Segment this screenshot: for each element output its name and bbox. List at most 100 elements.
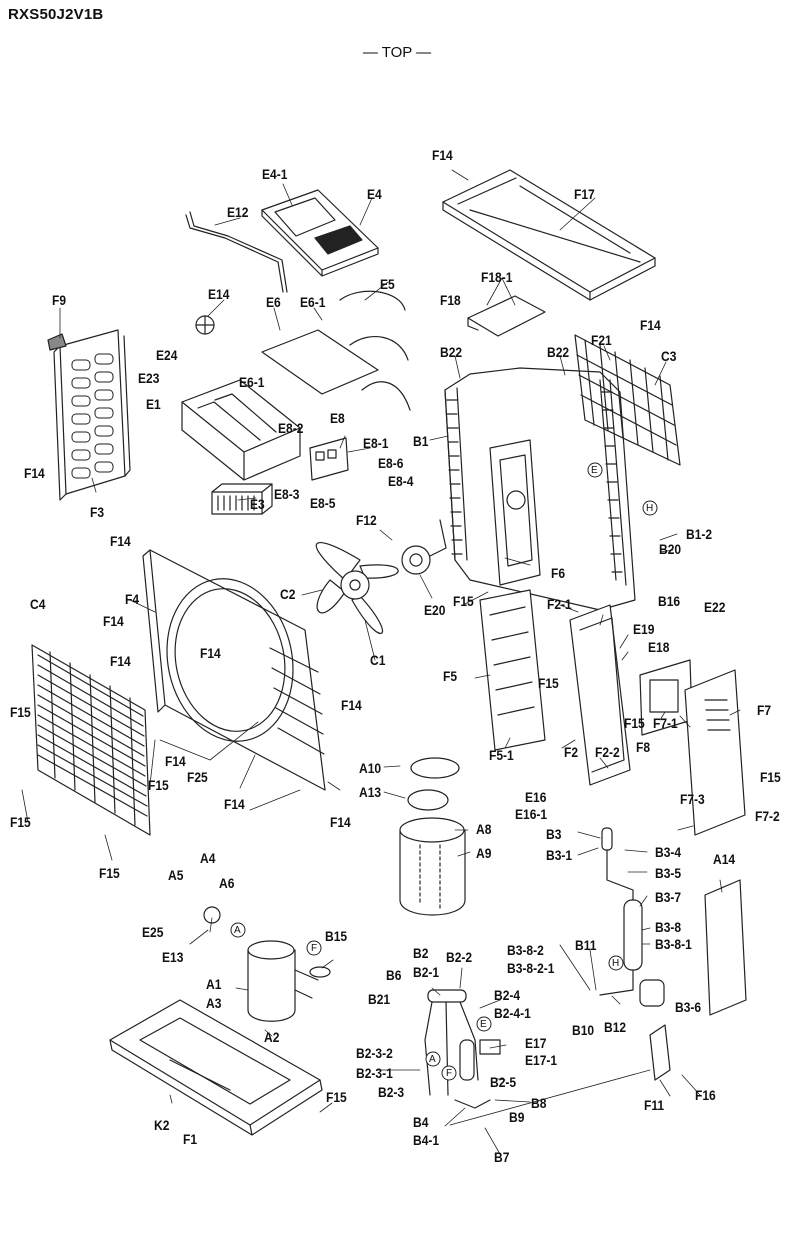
part-label: F15	[10, 814, 31, 830]
part-label: E17	[525, 1035, 547, 1051]
part-label: B2-4-1	[494, 1005, 531, 1021]
part-label: F7-1	[653, 715, 678, 731]
part-label: F15	[10, 704, 31, 720]
wire-e12	[185, 211, 288, 293]
part-label: A6	[219, 875, 235, 891]
side-panels-f5-f2	[479, 589, 631, 786]
part-label: B22	[547, 344, 570, 360]
part-label: E4-1	[262, 166, 288, 182]
part-label: F14	[341, 697, 362, 713]
part-label: B12	[604, 1019, 627, 1035]
part-label: F16	[695, 1087, 716, 1103]
part-label: E19	[633, 621, 655, 637]
partition-board-a14	[704, 879, 747, 1016]
marker-letter: A	[234, 925, 241, 936]
part-label: B3-8-2-1	[507, 960, 555, 976]
marker-letter: E	[480, 1019, 487, 1030]
part-label: E17-1	[525, 1052, 558, 1068]
part-label: K2	[154, 1117, 170, 1133]
part-label: F15	[148, 777, 169, 793]
cover-e4	[261, 189, 379, 277]
part-label: F9	[52, 292, 67, 308]
partition-plate-f6	[489, 439, 541, 586]
pcb-e8	[309, 437, 349, 481]
part-label: E5	[380, 276, 395, 292]
part-label: B2	[413, 945, 429, 961]
part-label: E8-6	[378, 455, 404, 471]
valve-plate-f11	[649, 1024, 671, 1081]
compressor-a1	[203, 906, 331, 1022]
part-label: F7-2	[755, 808, 780, 824]
insulation-a8-a9	[399, 757, 466, 916]
part-label: F15	[624, 715, 645, 731]
part-label: E25	[142, 924, 164, 940]
part-label: A8	[476, 821, 492, 837]
part-label: B6	[386, 967, 402, 983]
part-label: E8-1	[363, 435, 389, 451]
part-label: B3	[546, 826, 562, 842]
part-label: B2-4	[494, 987, 521, 1003]
leader-lines	[21, 169, 741, 1155]
part-label: F1	[183, 1131, 198, 1147]
part-label: F14	[224, 796, 245, 812]
part-label: E6-1	[239, 374, 265, 390]
part-label: E13	[162, 949, 184, 965]
part-label: F12	[356, 512, 377, 528]
part-label: A9	[476, 845, 492, 861]
part-label: E4	[367, 186, 382, 202]
part-label: F8	[636, 739, 651, 755]
part-label: E20	[424, 602, 446, 618]
part-label: F14	[165, 753, 186, 769]
part-label: B2-3-2	[356, 1045, 393, 1061]
front-panel-f4	[142, 549, 326, 791]
part-label: F7-3	[680, 791, 705, 807]
part-label: F11	[644, 1097, 665, 1113]
rear-grille-c3	[574, 334, 681, 466]
part-label: A3	[206, 995, 222, 1011]
part-label: E3	[250, 496, 265, 512]
part-label: F14	[640, 317, 661, 333]
motor-e20	[401, 519, 447, 575]
part-label: F25	[187, 769, 208, 785]
part-label: F14	[432, 147, 453, 163]
part-label: A1	[206, 976, 222, 992]
part-label: A14	[713, 851, 736, 867]
front-grille-c4	[31, 644, 151, 836]
connection-markers	[230, 462, 658, 1081]
top-panel-f17	[442, 169, 656, 301]
part-label: B15	[325, 928, 348, 944]
part-label: A13	[359, 784, 382, 800]
piping-b3	[599, 827, 665, 1007]
wires-e5	[195, 290, 411, 411]
fan-c1	[315, 542, 399, 634]
part-label: B3-7	[655, 889, 682, 905]
part-label: E24	[156, 347, 178, 363]
part-label: B3-4	[655, 844, 682, 860]
part-label: A4	[200, 850, 216, 866]
part-label: F14	[110, 533, 131, 549]
part-label: C4	[30, 596, 46, 612]
electrical-box-e1	[181, 329, 379, 515]
part-label: B3-8	[655, 919, 682, 935]
part-label: F7	[757, 702, 772, 718]
part-label: F2	[564, 744, 579, 760]
part-label: F14	[330, 814, 351, 830]
part-label: E8	[330, 410, 345, 426]
part-label: E18	[648, 639, 670, 655]
part-label: F15	[538, 675, 559, 691]
part-label: B20	[659, 541, 682, 557]
part-label: E8-5	[310, 495, 336, 511]
part-label: F2-2	[595, 744, 620, 760]
part-label: B10	[572, 1022, 595, 1038]
heat-exchanger-coil-b1	[444, 367, 636, 611]
part-label: F3	[90, 504, 105, 520]
part-label: E6-1	[300, 294, 326, 310]
part-label: E1	[146, 396, 161, 412]
part-label: B11	[575, 937, 597, 953]
part-label: F18	[440, 292, 461, 308]
part-label: E16	[525, 789, 547, 805]
side-panel-f7	[684, 669, 746, 836]
part-label: E8-2	[278, 420, 304, 436]
marker-letter: H	[612, 958, 620, 969]
part-label: E6	[266, 294, 281, 310]
